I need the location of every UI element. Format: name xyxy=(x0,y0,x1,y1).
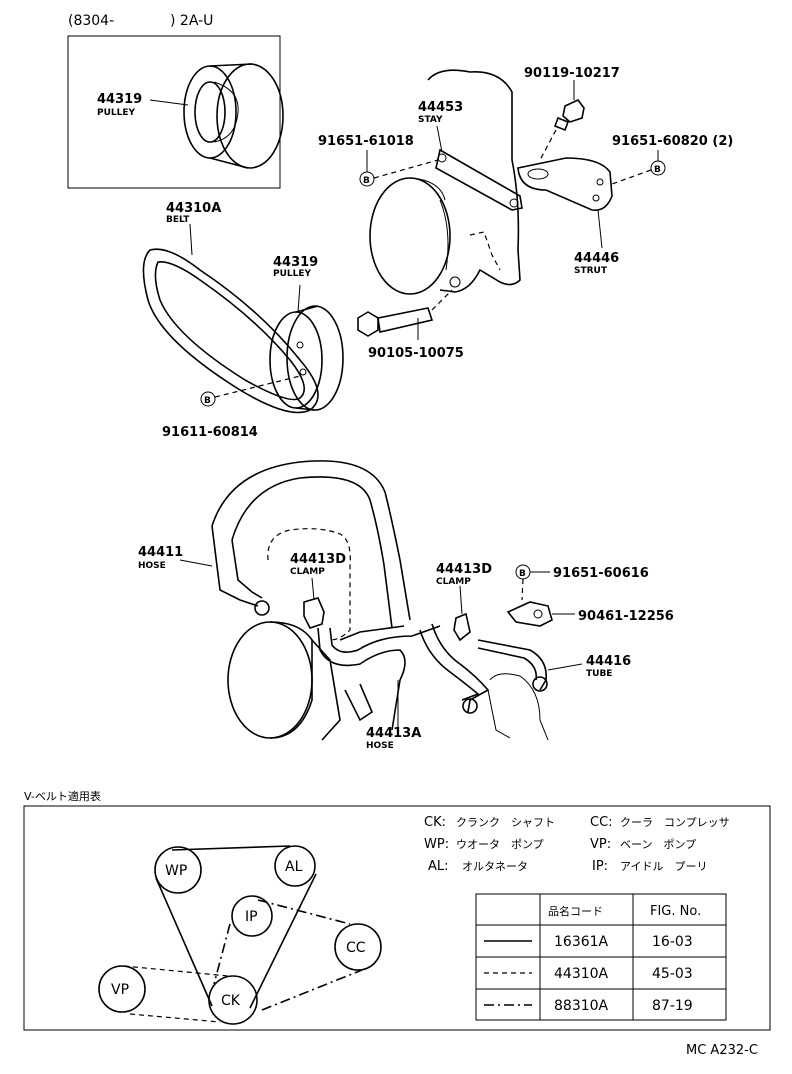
inset-pulley-number: 44319 xyxy=(97,92,142,107)
pulley-ip xyxy=(231,895,273,937)
pulley-al xyxy=(274,845,316,887)
bolt-b-strut-number: 91651-60820 (2) xyxy=(612,134,733,149)
hose-44411-name: HOSE xyxy=(138,561,166,571)
leader-belt xyxy=(189,223,193,256)
footer-ref: MC A232-C xyxy=(686,1043,758,1058)
leader-clamp-d-left xyxy=(311,577,315,601)
pulley-cc-label: CC xyxy=(346,940,366,956)
clamp-90461-number: 90461-12256 xyxy=(578,609,674,624)
strut xyxy=(517,157,613,212)
bolt-b-stay-number: 91651-61018 xyxy=(318,134,414,149)
bolt-b-strut-symbol: B xyxy=(654,165,661,175)
bolt-b-clamp: B xyxy=(515,564,550,601)
pulley-al-label: AL xyxy=(285,859,303,875)
bolt-b-clamp-symbol: B xyxy=(519,569,526,579)
clamp-d-right xyxy=(453,612,471,642)
belt-routing: WP AL IP CC VP CK xyxy=(98,845,382,1025)
legend-code-cc: CC: xyxy=(590,815,613,830)
belt-name: BELT xyxy=(166,215,190,225)
tube-name: TUBE xyxy=(586,669,612,679)
inset-pulley xyxy=(149,63,284,169)
legend-code-ck: CK: xyxy=(424,815,446,830)
clamp-d-right-name: CLAMP xyxy=(436,577,471,587)
clamp-90461 xyxy=(506,601,575,627)
legend-desc-wp: ウオータ ポンプ xyxy=(456,838,544,851)
bolt-90119 xyxy=(539,80,585,161)
leader-main-pulley xyxy=(297,284,301,313)
bolt-b-clamp-number: 91651-60616 xyxy=(553,566,649,581)
bolt-b-strut: B xyxy=(611,150,666,185)
header-engine: ) 2A-U xyxy=(170,13,213,29)
stay-number: 44453 xyxy=(418,100,463,115)
pulley-wp-label: WP xyxy=(165,863,187,879)
pulley-ck-label: CK xyxy=(221,993,241,1009)
inset-pulley-name: PULLEY xyxy=(97,108,136,118)
legend-code-wp: WP: xyxy=(424,837,449,852)
vane-pump-lower xyxy=(227,528,373,741)
bolt-90105-number: 90105-10075 xyxy=(368,346,464,361)
return-hose-44411 xyxy=(211,460,411,629)
vane-pump-top xyxy=(369,69,521,295)
bolt-b-pulley-number: 91611-60814 xyxy=(162,425,258,440)
hose-44411-number: 44411 xyxy=(138,545,183,560)
bolt-b-stay: B xyxy=(359,150,439,187)
hose-44413a-name: HOSE xyxy=(366,741,394,751)
bolt-90105 xyxy=(357,289,453,340)
stay-name: STAY xyxy=(418,115,443,125)
leader-strut xyxy=(597,209,603,249)
leader-tube xyxy=(547,663,583,671)
header-date-range: (8304- xyxy=(68,13,114,29)
col-header-code: 品名コード xyxy=(548,904,603,918)
legend-desc-vp: ベーン ポンプ xyxy=(620,838,696,851)
hose-44413a-number: 44413A xyxy=(366,726,421,741)
legend-desc-al: オルタネータ xyxy=(462,860,528,873)
legend-desc-ip: アイドル プーリ xyxy=(620,860,707,873)
main-pulley-name: PULLEY xyxy=(273,269,312,279)
legend-code-vp: VP: xyxy=(590,837,611,852)
legend-code-al: AL: xyxy=(428,859,449,874)
main-pulley-number: 44319 xyxy=(273,255,318,270)
pulley-wp xyxy=(154,846,202,894)
row-3-fig: 87-19 xyxy=(652,998,693,1014)
tube-number: 44416 xyxy=(586,654,631,669)
row-2-fig: 45-03 xyxy=(652,966,693,982)
strut-number: 44446 xyxy=(574,251,619,266)
bolt-90119-number: 90119-10217 xyxy=(524,66,620,81)
legend-desc-ck: クランク シャフト xyxy=(456,816,555,829)
bolt-b-stay-symbol: B xyxy=(363,176,370,186)
vbelt-legend: CK: クランク シャフト CC: クーラ コンプレッサ WP: ウオータ ポン… xyxy=(424,815,730,874)
vbelt-table-box xyxy=(23,805,771,1031)
legend-desc-cc: クーラ コンプレッサ xyxy=(620,816,730,829)
pulley-vp xyxy=(98,965,146,1013)
belt-code-table: 品名コード FIG. No. 16361A 16-03 44310A 45-03… xyxy=(475,893,727,1021)
pulley-ck xyxy=(208,975,258,1025)
clamp-d-left-name: CLAMP xyxy=(290,567,325,577)
bolt-b-pulley-symbol: B xyxy=(204,396,211,406)
vbelt-table-title: V-ベルト適用表 xyxy=(24,789,101,803)
row-2-code: 44310A xyxy=(554,966,609,982)
stay-bracket xyxy=(435,125,523,211)
clamp-d-left xyxy=(303,597,325,629)
legend-code-ip: IP: xyxy=(592,859,608,874)
leader-clamp-d-right xyxy=(459,585,463,615)
col-header-fig: FIG. No. xyxy=(650,904,701,919)
row-1-fig: 16-03 xyxy=(652,934,693,950)
row-3-code: 88310A xyxy=(554,998,609,1014)
pulley-cc xyxy=(334,923,382,971)
leader-hose-44411 xyxy=(179,559,213,567)
pulley-vp-label: VP xyxy=(111,982,129,998)
belt-number: 44310A xyxy=(166,201,221,216)
pressure-hose-44413a xyxy=(317,625,441,731)
pulley-ip-label: IP xyxy=(245,909,258,925)
bolt-b-pulley: B xyxy=(200,375,301,407)
strut-name: STRUT xyxy=(574,266,608,276)
clamp-d-right-number: 44413D xyxy=(436,562,492,577)
inset-box xyxy=(67,35,281,189)
leader-inset-pulley xyxy=(149,99,189,106)
row-1-code: 16361A xyxy=(554,934,609,950)
tube-44416 xyxy=(419,623,549,741)
clamp-d-left-number: 44413D xyxy=(290,552,346,567)
main-pulley xyxy=(269,284,344,411)
